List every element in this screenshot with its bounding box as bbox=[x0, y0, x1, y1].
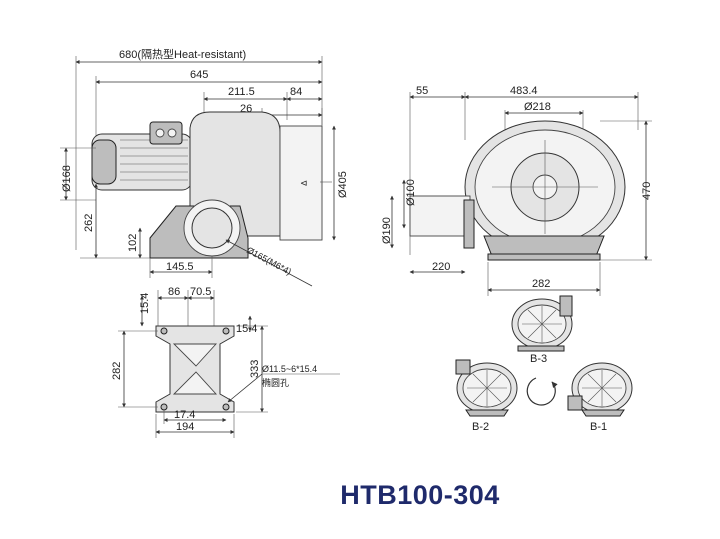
dim-84: 84 bbox=[290, 86, 302, 98]
orientation-b3: B-3 bbox=[511, 295, 573, 365]
side-view: 680(隔热型Heat-resistant) 645 211.5 84 26 ⊲… bbox=[60, 47, 349, 287]
dim-645: 645 bbox=[190, 69, 208, 81]
dim-262: 262 bbox=[83, 214, 95, 232]
dim-165-flange: Ø165(M6*4) bbox=[245, 245, 293, 277]
dim-100: Ø100 bbox=[405, 179, 417, 206]
dim-145-5: 145.5 bbox=[166, 261, 194, 273]
dim-102: 102 bbox=[127, 234, 139, 252]
dim-333: 333 bbox=[249, 360, 261, 378]
dim-17-4: 17.4 bbox=[174, 409, 195, 421]
dim-220: 220 bbox=[432, 261, 450, 273]
label-b2: B-2 bbox=[472, 421, 489, 433]
rotation-arrow-icon bbox=[526, 377, 558, 406]
orientation-b1: B-1 bbox=[567, 362, 633, 433]
dim-483-4: 483.4 bbox=[510, 85, 538, 97]
dim-70-5: 70.5 bbox=[190, 286, 211, 298]
dim-282-front: 282 bbox=[532, 278, 550, 290]
dim-218: Ø218 bbox=[524, 101, 551, 113]
dim-55: 55 bbox=[416, 85, 428, 97]
svg-text:⊲: ⊲ bbox=[300, 178, 308, 188]
orientation-b2: B-2 bbox=[455, 359, 518, 433]
dim-15-4-right: 15.4 bbox=[236, 323, 257, 335]
dim-190: Ø190 bbox=[381, 217, 393, 244]
dim-194: 194 bbox=[176, 421, 194, 433]
dim-168: Ø168 bbox=[61, 165, 73, 192]
hole-spec: Ø11.5~6*15.4 bbox=[262, 364, 317, 374]
dim-15-4-top: 15.4 bbox=[139, 293, 151, 314]
front-base bbox=[483, 235, 605, 257]
dim-282-base: 282 bbox=[111, 362, 123, 380]
terminal-box bbox=[149, 121, 183, 145]
dim-211-5: 211.5 bbox=[228, 86, 255, 98]
label-b1: B-1 bbox=[590, 421, 607, 433]
front-view: 55 483.4 Ø218 Ø100 Ø190 470 220 282 bbox=[381, 85, 653, 296]
base-view: 86 70.5 15.4 282 333 15.4 Ø11.5~6*15.4 椭… bbox=[111, 286, 340, 438]
inlet-pipe bbox=[409, 195, 471, 237]
dim-86: 86 bbox=[168, 286, 180, 298]
motor-end-cap bbox=[91, 139, 117, 185]
hole-note: 椭圆孔 bbox=[262, 377, 289, 388]
dim-470: 470 bbox=[641, 182, 653, 200]
dim-405: Ø405 bbox=[337, 171, 349, 198]
dim-680: 680(隔热型Heat-resistant) bbox=[119, 47, 246, 61]
model-number: HTB100-304 bbox=[340, 480, 500, 510]
label-b3: B-3 bbox=[530, 353, 547, 365]
base-frame bbox=[155, 325, 235, 413]
silencer-cylinder bbox=[279, 125, 323, 241]
